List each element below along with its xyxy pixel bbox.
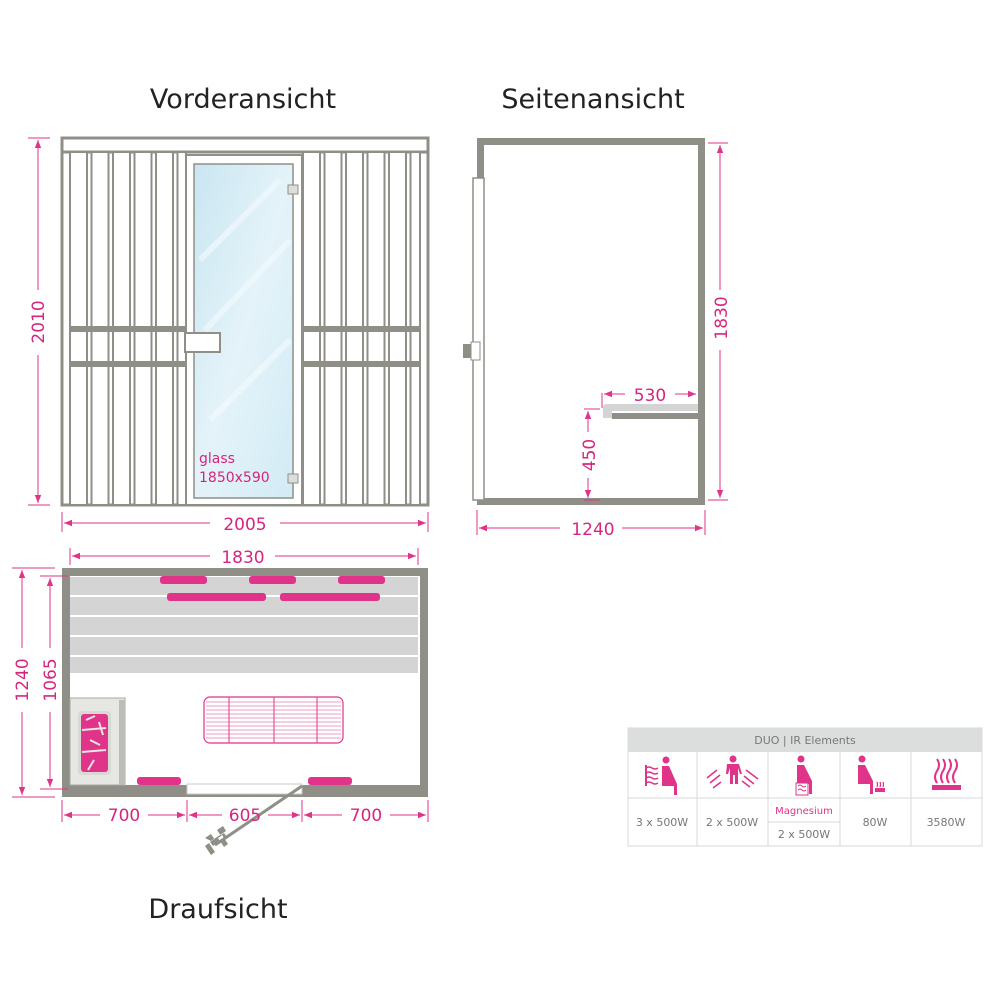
top-outer-depth-dim: 1240 xyxy=(13,658,33,701)
bench-height-dim: 450 xyxy=(580,439,600,471)
value-standing-side: 2 x 500W xyxy=(706,816,758,829)
value-seated-foot: 80W xyxy=(863,816,888,829)
front-view-title: Vorderansicht xyxy=(150,84,336,115)
bench xyxy=(603,404,698,418)
glass-label: glass xyxy=(199,451,235,467)
side-door xyxy=(472,177,485,501)
side-view: 1830 530 450 1240 xyxy=(463,138,732,540)
side-view-title: Seitenansicht xyxy=(501,84,684,115)
top-view: 1830 1240 1065 700 605 700 xyxy=(12,548,429,855)
top-view-title: Draufsicht xyxy=(148,894,287,925)
front-height-dim: 2010 xyxy=(29,300,49,343)
glass-size: 1850x590 xyxy=(199,470,270,486)
seated-back-ir-icon xyxy=(645,756,677,795)
hinge-top xyxy=(287,184,299,195)
open-door-swing xyxy=(205,784,303,855)
ir-elements-table: DUO | IR Elements xyxy=(627,727,983,847)
top-left-dim: 700 xyxy=(108,806,140,826)
bench-depth-dim: 530 xyxy=(634,386,666,406)
seated-foot-ir-icon xyxy=(858,755,885,794)
top-inner-depth-dim: 1065 xyxy=(41,658,61,701)
door-opening xyxy=(186,783,303,795)
value-sauna-heater: 3580W xyxy=(927,816,966,829)
side-depth-dim: 1240 xyxy=(571,520,614,540)
seated-calf-ir-icon xyxy=(795,755,812,796)
front-width-dim: 2005 xyxy=(223,515,266,535)
side-height-dim: 1830 xyxy=(712,296,732,339)
door-knob xyxy=(463,344,471,358)
ir-emitters xyxy=(137,576,385,785)
bench-boards xyxy=(70,577,418,673)
top-width-dim: 1830 xyxy=(221,548,264,568)
standing-side-ir-icon xyxy=(706,755,759,789)
magnesium-label: Magnesium xyxy=(775,806,833,817)
top-door-dim: 605 xyxy=(229,806,261,826)
door-handle xyxy=(184,332,221,353)
table-header: DUO | IR Elements xyxy=(754,734,856,747)
hinge-bottom xyxy=(287,473,299,484)
sauna-heater-icon xyxy=(932,758,961,790)
top-right-dim: 700 xyxy=(350,806,382,826)
value-seated-back: 3 x 500W xyxy=(636,816,688,829)
value-seated-calf: 2 x 500W xyxy=(778,828,830,841)
sauna-stove xyxy=(69,697,126,786)
ir-floor-panel xyxy=(203,696,344,744)
front-view: glass 1850x590 2010 2005 xyxy=(28,136,430,535)
